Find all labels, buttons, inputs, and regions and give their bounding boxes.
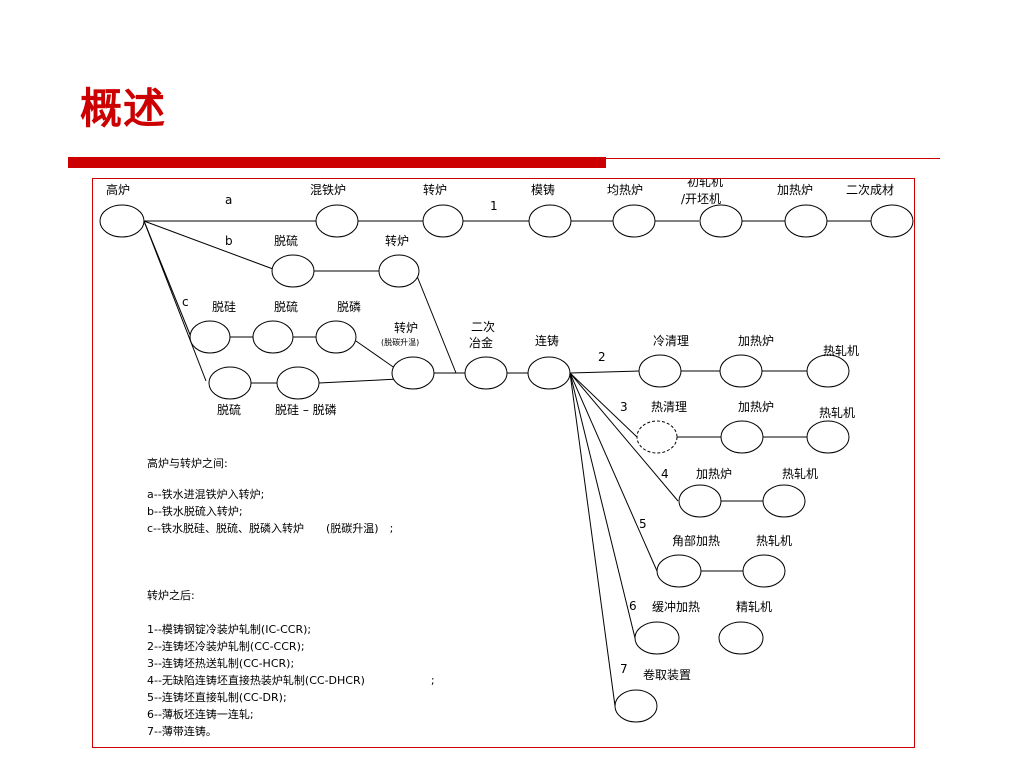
node-hot-mill-2 [806,354,850,388]
branch-number-1: 1 [490,199,498,213]
label-desilicon-dephos-d: 脱硅 – 脱磷 [275,402,337,417]
label-secondary-product: 二次成材 [846,183,894,197]
node-desulfurization-b [271,254,315,288]
label-blast-furnace: 高炉 [106,182,130,197]
route-letter-c: c [182,295,189,309]
node-continuous-casting [527,356,571,390]
node-secondary-metallurgy [464,356,508,390]
label-blooming-mill-1: 初轧机 [687,179,723,189]
node-hot-mill-3 [806,420,850,454]
process-diagram-frame: 高炉 混铁炉 转炉 模铸 均热炉 初轧机 /开坯机 加热炉 二次成材 a b c… [92,178,915,748]
flow-nodes [99,204,914,723]
notes-after-line-1: 1--模铸钢锭冷装炉轧制(IC-CCR); [147,622,311,636]
node-finishing-mill [718,621,764,655]
notes-after-line-5: 5--连铸坯直接轧制(CC-DR); [147,690,287,704]
branch-number-4: 4 [661,467,669,481]
label-converter-c: 转炉 [394,320,418,335]
node-cold-conditioning [638,354,682,388]
label-desilicon-c: 脱硅 [212,299,236,314]
notes-before-heading: 高炉与转炉之间: [147,456,228,470]
notes-after-converter: 转炉之后: 1--模铸钢锭冷装炉轧制(IC-CCR); 2--连铸坯冷装炉轧制(… [147,588,435,738]
label-cold-conditioning: 冷清理 [653,334,689,348]
node-reheat-furnace-4 [678,484,722,518]
notes-before-line-a: a--铁水进混铁炉入转炉; [147,487,264,501]
notes-before-line-c: c--铁水脱硅、脱硫、脱磷入转炉 (脱碳升温) ; [147,521,393,535]
label-buffer-heating: 缓冲加热 [652,599,700,614]
label-desulfurization-b: 脱硫 [274,233,298,248]
label-hot-mill-4: 热轧机 [782,467,818,481]
label-dephosphorization-c: 脱磷 [337,299,361,314]
node-reheat-furnace-top [784,204,828,238]
label-mixer: 混铁炉 [310,183,346,197]
label-ingot-casting: 模铸 [531,182,555,197]
node-mixer [315,204,359,238]
label-secondary-metallurgy-1: 二次 [471,320,495,334]
node-blast-furnace [99,204,145,238]
node-desulfurization-d [208,366,252,400]
branch-number-7: 7 [620,662,628,676]
node-labels: 高炉 混铁炉 转炉 模铸 均热炉 初轧机 /开坯机 加热炉 二次成材 a b c… [106,179,894,682]
process-flow-diagram: 高炉 混铁炉 转炉 模铸 均热炉 初轧机 /开坯机 加热炉 二次成材 a b c… [99,179,914,738]
node-edge-heating [656,554,702,588]
route-letter-b: b [225,234,233,248]
notes-after-line-6: 6--薄板坯连铸一连轧; [147,707,254,721]
label-hot-mill-2: 热轧机 [823,344,859,358]
label-converter-b: 转炉 [385,233,409,248]
label-coiler: 卷取装置 [643,667,691,682]
branch-number-3: 3 [620,400,628,414]
node-desilicon-c [189,320,231,354]
label-desulfurization-d: 脱硫 [217,402,241,417]
node-buffer-heating [634,621,680,655]
flow-connectors [143,220,871,707]
notes-before-converter: 高炉与转炉之间: a--铁水进混铁炉入转炉; b--铁水脱硫入转炉; c--铁水… [147,456,393,535]
notes-after-line-4: 4--无缺陷连铸坯直接热装炉轧制(CC-DHCR) ; [147,673,435,687]
notes-after-line-2: 2--连铸坯冷装炉轧制(CC-CCR); [147,639,305,653]
title-underline-thick [68,157,606,168]
node-reheat-furnace-2 [719,354,763,388]
notes-after-heading: 转炉之后: [147,588,195,602]
label-hot-conditioning: 热清理 [651,400,687,414]
title-underline-thin [606,158,940,159]
label-reheat-furnace-3: 加热炉 [738,400,774,414]
label-continuous-casting: 连铸 [535,333,559,348]
label-finishing-mill: 精轧机 [736,600,772,614]
notes-before-line-b: b--铁水脱硫入转炉; [147,504,243,518]
node-converter-c [391,356,435,390]
node-dephosphorization-c [315,320,357,354]
node-secondary-product [870,204,914,238]
label-converter-top: 转炉 [423,182,447,197]
slide-title: 概述 [80,84,167,133]
label-soaking-pit: 均热炉 [607,183,643,197]
node-desulfurization-c [252,320,294,354]
label-reheat-furnace-top: 加热炉 [777,183,813,197]
node-converter-top [422,204,464,238]
branch-number-2: 2 [598,350,606,364]
branch-number-6: 6 [629,599,637,613]
label-converter-c-sub: (脱碳升温) [381,337,419,347]
node-hot-mill-4 [762,484,806,518]
notes-after-line-7: 7--薄带连铸。 [147,724,217,738]
route-letter-a: a [225,193,232,207]
node-soaking-pit [612,204,656,238]
label-reheat-furnace-2: 加热炉 [738,334,774,348]
label-edge-heating: 角部加热 [672,533,720,548]
label-blooming-mill-2: /开坯机 [681,192,721,206]
node-coiler [614,689,658,723]
label-hot-mill-3: 热轧机 [819,406,855,420]
node-blooming-mill [699,204,743,238]
label-reheat-furnace-4: 加热炉 [696,467,732,481]
label-desulfurization-c: 脱硫 [274,299,298,314]
node-converter-b [378,254,420,288]
node-ingot-casting [528,204,572,238]
branch-number-5: 5 [639,517,647,531]
node-reheat-furnace-3 [720,420,764,454]
node-hot-conditioning [636,420,678,454]
label-hot-mill-5: 热轧机 [756,534,792,548]
node-hot-mill-5 [742,554,786,588]
node-desilicon-dephos-d [276,366,320,400]
label-secondary-metallurgy-2: 冶金 [469,335,493,350]
notes-after-line-3: 3--连铸坯热送轧制(CC-HCR); [147,656,294,670]
